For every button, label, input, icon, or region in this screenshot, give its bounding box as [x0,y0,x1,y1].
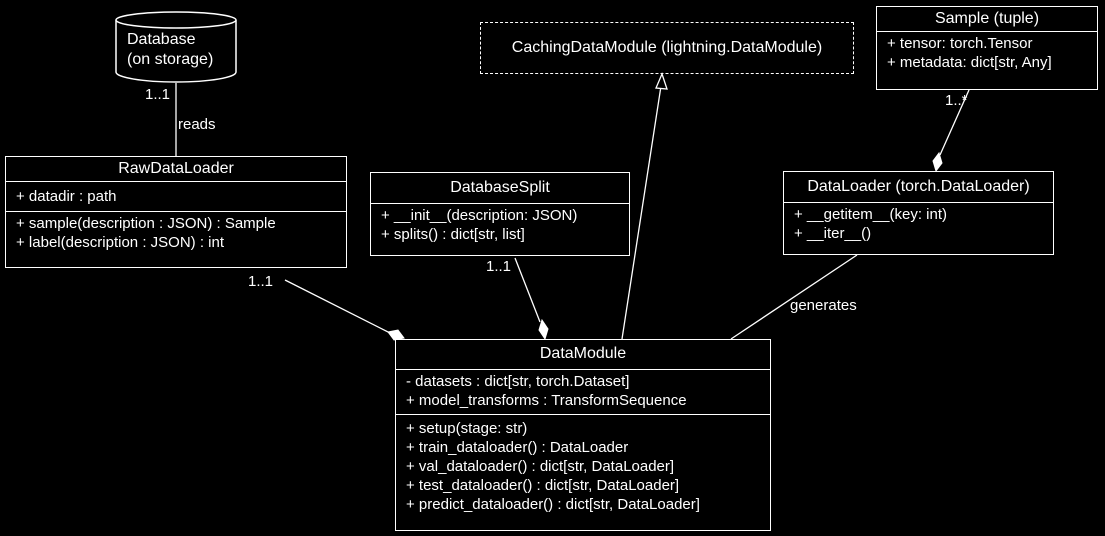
database-multiplicity: 1..1 [145,86,171,103]
datamodule-attr: + model_transforms : TransformSequence [406,392,687,409]
raw-dataloader-method: + sample(description : JSON) : Sample [16,215,276,232]
raw-dataloader-method: + label(description : JSON) : int [16,234,225,251]
split-multiplicity: 1..1 [486,258,512,275]
datamodule-attributes: - datasets : dict[str, torch.Dataset] + … [396,369,770,414]
datamodule-class: DataModule - datasets : dict[str, torch.… [395,339,771,531]
datamodule-method: + predict_dataloader() : dict[str, DataL… [406,496,700,513]
datamodule-method: + test_dataloader() : dict[str, DataLoad… [406,477,680,494]
raw-multiplicity: 1..1 [248,273,274,290]
inheritance-line [621,85,662,340]
inheritance-arrowhead [655,72,668,90]
sample-composition-diamond [932,151,943,173]
dataloader-title: DataLoader (torch.DataLoader) [807,178,1030,195]
dataloader-method: + __getitem__(key: int) [794,206,947,223]
split-composition-diamond [538,318,549,341]
datamodule-method: + val_dataloader() : dict[str, DataLoade… [406,458,675,475]
raw-to-datamodule-line [284,279,393,335]
database-label: Database (on storage) [127,30,213,70]
dataloader-class: DataLoader (torch.DataLoader) + __getite… [783,171,1054,255]
datamodule-methods: + setup(stage: str) + train_dataloader()… [396,414,770,517]
database-cylinder [115,11,237,83]
raw-dataloader-methods: + sample(description : JSON) : Sample + … [6,211,346,255]
sample-attr: + tensor: torch.Tensor [887,35,1033,52]
database-split-methods: + __init__(description: JSON) + splits()… [371,203,629,247]
generates-line [730,254,858,340]
generates-label: generates [790,297,857,314]
datamodule-attr: - datasets : dict[str, torch.Dataset] [406,373,630,390]
sample-title: Sample (tuple) [934,10,1040,27]
datamodule-method: + train_dataloader() : DataLoader [406,439,629,456]
raw-dataloader-attr: + datadir : path [16,188,117,205]
database-line1: Database [127,31,196,48]
sample-attr: + metadata: dict[str, Any] [887,54,1052,71]
split-to-datamodule-line [514,257,541,323]
dataloader-method: + __iter__() [794,225,872,242]
sample-multiplicity: 1..* [945,92,968,109]
raw-dataloader-title: RawDataLoader [118,160,234,177]
caching-datamodule-label: CachingDataModule (lightning.DataModule) [511,39,823,56]
datamodule-title: DataModule [539,345,627,362]
datamodule-method: + setup(stage: str) [406,420,528,437]
raw-dataloader-class: RawDataLoader + datadir : path + sample(… [5,156,347,268]
raw-dataloader-attributes: + datadir : path [6,181,346,211]
database-split-title: DatabaseSplit [450,179,550,196]
database-split-method: + splits() : dict[str, list] [381,226,525,243]
dataloader-methods: + __getitem__(key: int) + __iter__() [784,202,1053,246]
database-split-class: DatabaseSplit + __init__(description: JS… [370,172,630,256]
sample-to-dataloader-line [939,89,970,156]
reads-label: reads [178,116,216,133]
caching-datamodule-box: CachingDataModule (lightning.DataModule) [480,22,854,74]
sample-class: Sample (tuple) + tensor: torch.Tensor + … [876,6,1098,90]
sample-attributes: + tensor: torch.Tensor + metadata: dict[… [877,31,1097,75]
database-line2: (on storage) [127,51,214,68]
database-split-method: + __init__(description: JSON) [381,207,578,224]
